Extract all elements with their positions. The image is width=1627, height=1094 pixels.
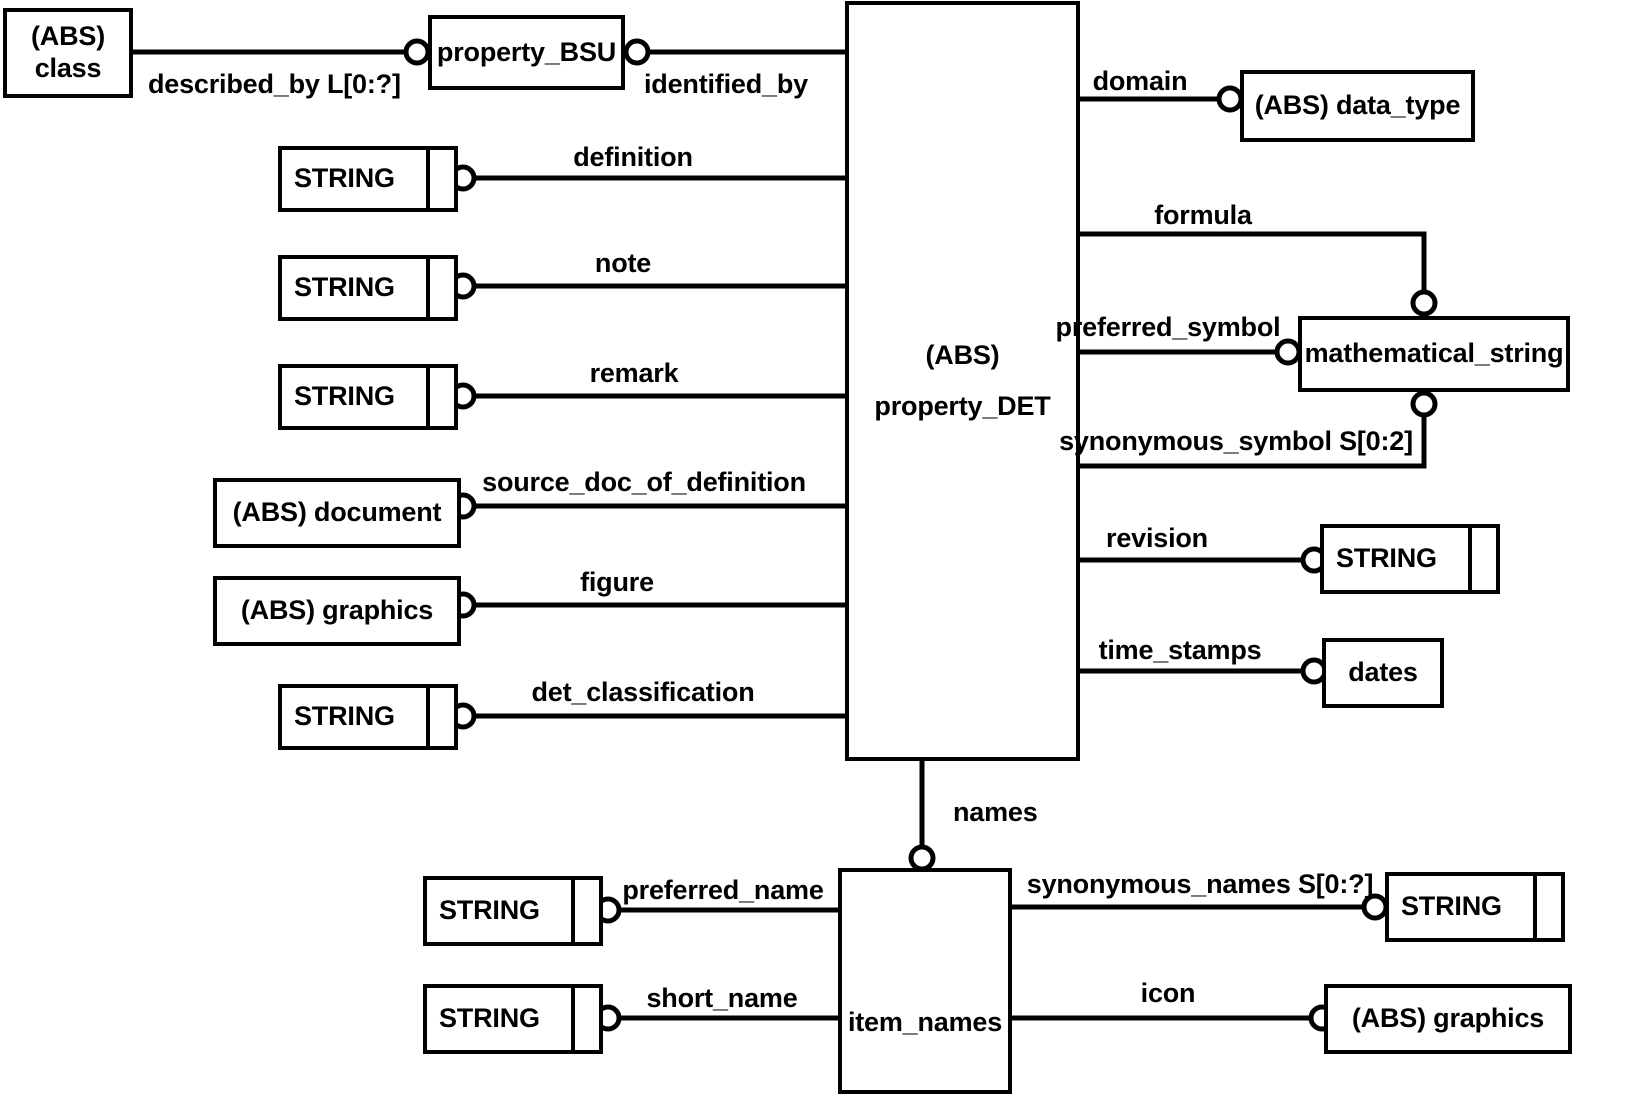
terminator-domain xyxy=(1216,85,1244,113)
relationship-label-synonymous-names: synonymous_names S[0:?] xyxy=(1026,869,1374,899)
relationship-label-preferred-name: preferred_name xyxy=(622,875,824,905)
entity-property-det[interactable]: (ABS) property_DET xyxy=(845,1,1080,761)
entity-property-det-name: property_DET xyxy=(874,391,1051,421)
entity-property-bsu-label: property_BSU xyxy=(436,36,617,67)
relationship-label-described-by: described_by L[0:?] xyxy=(148,69,401,99)
relationship-label-preferred-symbol: preferred_symbol xyxy=(1055,312,1281,342)
entity-property-det-label: (ABS) property_DET xyxy=(874,330,1050,433)
terminator-preferred-symbol xyxy=(1274,338,1302,366)
simple-type-divider xyxy=(426,688,430,746)
relationship-label-definition: definition xyxy=(573,142,693,172)
entity-data-type-label: (ABS) data_type xyxy=(1254,90,1461,121)
simple-type-string-preferred-name[interactable]: STRING xyxy=(423,876,603,946)
entity-class[interactable]: (ABS) class xyxy=(3,8,133,98)
simple-type-string-revision[interactable]: STRING xyxy=(1320,524,1500,594)
simple-type-string-synonymous-names[interactable]: STRING xyxy=(1385,872,1565,942)
line-synonymous-symbol xyxy=(1045,406,1427,469)
simple-type-string-remark-label: STRING xyxy=(294,381,395,412)
entity-data-type[interactable]: (ABS) data_type xyxy=(1240,70,1475,142)
line-formula xyxy=(1045,231,1427,306)
entity-mathematical-string-label: mathematical_string xyxy=(1304,338,1564,369)
relationship-label-formula: formula xyxy=(1154,200,1252,230)
simple-type-string-short-name-label: STRING xyxy=(439,1003,540,1034)
simple-type-string-det-classification[interactable]: STRING xyxy=(278,684,458,750)
relationship-label-figure: figure xyxy=(580,567,654,597)
simple-type-divider xyxy=(571,988,575,1050)
entity-dates-label: dates xyxy=(1348,657,1418,688)
relationship-label-det-classification: det_classification xyxy=(531,677,755,707)
entity-graphics-icon-label: (ABS) graphics xyxy=(1351,1003,1545,1034)
terminator-formula xyxy=(1410,289,1438,317)
entity-item-names-label: item_names xyxy=(847,1007,1003,1038)
simple-type-string-note[interactable]: STRING xyxy=(278,255,458,321)
relationship-label-names: names xyxy=(953,797,1038,827)
entity-property-det-abs: (ABS) xyxy=(925,339,1000,370)
entity-graphics-figure-label: (ABS) graphics xyxy=(240,595,434,626)
relationship-label-time-stamps: time_stamps xyxy=(1098,635,1262,665)
entity-graphics-figure[interactable]: (ABS) graphics xyxy=(213,576,461,646)
entity-class-abs: (ABS) xyxy=(31,21,105,52)
simple-type-string-remark[interactable]: STRING xyxy=(278,364,458,430)
relationship-label-note: note xyxy=(594,248,652,278)
simple-type-divider xyxy=(571,880,575,942)
entity-property-bsu[interactable]: property_BSU xyxy=(428,15,625,90)
simple-type-string-short-name[interactable]: STRING xyxy=(423,984,603,1054)
entity-dates[interactable]: dates xyxy=(1322,638,1444,708)
entity-item-names[interactable]: item_names xyxy=(838,868,1012,1094)
simple-type-string-definition-label: STRING xyxy=(294,163,395,194)
simple-type-divider xyxy=(1533,876,1537,938)
simple-type-divider xyxy=(426,368,430,426)
relationship-label-synonymous-symbol: synonymous_symbol S[0:2] xyxy=(1059,426,1413,456)
relationship-label-source-doc-of-definition: source_doc_of_definition xyxy=(482,467,806,497)
entity-class-name: class xyxy=(34,53,102,83)
terminator-identified-by xyxy=(623,38,651,66)
terminator-synonymous-names xyxy=(1361,893,1389,921)
simple-type-divider xyxy=(1468,528,1472,590)
relationship-label-remark: remark xyxy=(589,358,679,388)
entity-graphics-icon[interactable]: (ABS) graphics xyxy=(1324,984,1572,1054)
relationship-label-icon: icon xyxy=(1140,978,1196,1008)
relationship-label-domain: domain xyxy=(1092,66,1188,96)
simple-type-string-synonymous-names-label: STRING xyxy=(1401,891,1502,922)
simple-type-string-det-classification-label: STRING xyxy=(294,701,395,732)
simple-type-string-definition[interactable]: STRING xyxy=(278,146,458,212)
simple-type-divider xyxy=(426,150,430,208)
relationship-label-revision: revision xyxy=(1106,523,1208,553)
relationship-label-short-name: short_name xyxy=(646,983,798,1013)
simple-type-divider xyxy=(426,259,430,317)
simple-type-string-note-label: STRING xyxy=(294,272,395,303)
simple-type-string-revision-label: STRING xyxy=(1336,543,1437,574)
entity-document[interactable]: (ABS) document xyxy=(213,478,461,548)
entity-document-label: (ABS) document xyxy=(232,497,442,528)
entity-class-label: (ABS) class xyxy=(31,21,105,85)
terminator-names xyxy=(908,844,936,872)
terminator-described-by xyxy=(403,38,431,66)
terminator-synonymous-symbol xyxy=(1410,390,1438,418)
entity-mathematical-string[interactable]: mathematical_string xyxy=(1298,316,1570,392)
relationship-label-identified-by: identified_by xyxy=(644,69,808,99)
simple-type-string-preferred-name-label: STRING xyxy=(439,895,540,926)
